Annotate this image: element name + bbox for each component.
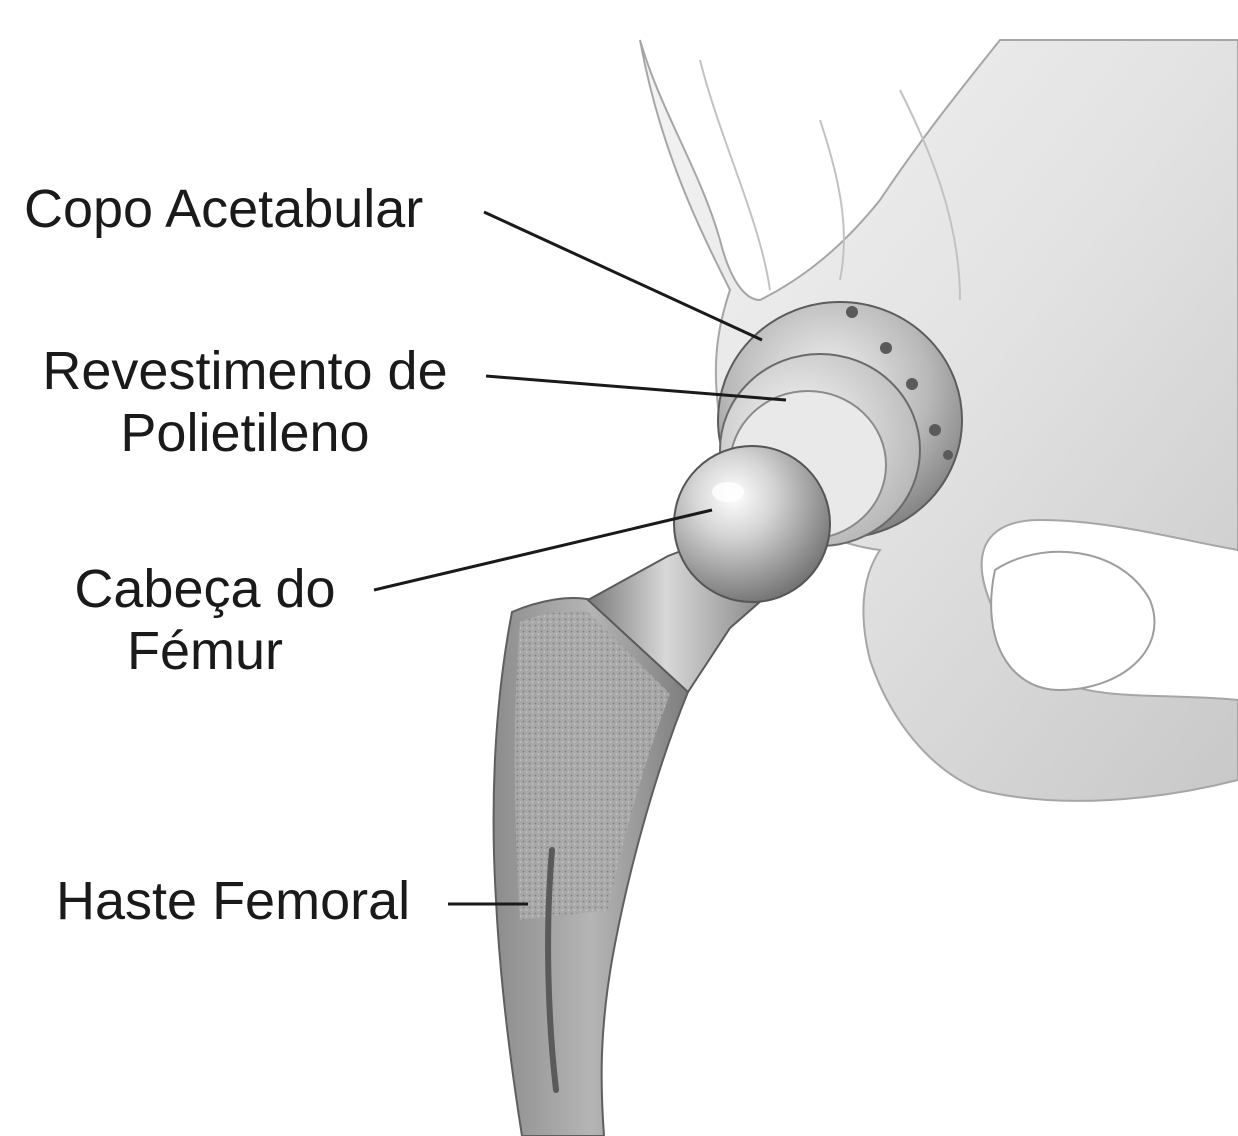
- label-polyethylene-liner: Revestimento de Polietileno: [24, 340, 466, 464]
- label-femoral-stem-text: Haste Femoral: [56, 870, 410, 932]
- label-femoral-stem: Haste Femoral: [56, 870, 410, 932]
- label-acetabular-cup: Copo Acetabular: [24, 178, 423, 240]
- femoral-head: [674, 446, 830, 602]
- leader-line-acetabular-cup: [484, 212, 762, 340]
- label-femoral-head-line2: Fémur: [60, 620, 350, 682]
- label-liner-line2: Polietileno: [24, 402, 466, 464]
- label-liner-line1: Revestimento de: [24, 340, 466, 402]
- label-acetabular-cup-text: Copo Acetabular: [24, 178, 423, 240]
- label-femoral-head: Cabeça do Fémur: [60, 558, 350, 682]
- obturator-foramen: [991, 552, 1154, 690]
- label-femoral-head-line1: Cabeça do: [60, 558, 350, 620]
